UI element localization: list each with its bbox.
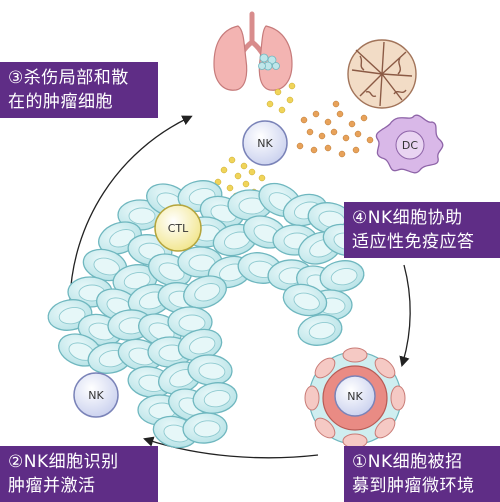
tumor-cell: [282, 283, 328, 317]
label-step3-line1: ③杀伤局部和散: [8, 68, 129, 88]
tumor-cell: [67, 276, 113, 308]
brain-illustration: [347, 39, 417, 109]
lung-illustration: [213, 11, 293, 91]
tumor-cell: [319, 260, 365, 292]
tumor-cell: [177, 328, 223, 362]
dc-label: DC: [402, 139, 418, 152]
blood-vessel: NK: [304, 347, 406, 449]
label-step2-line2: 肿瘤并激活: [8, 476, 96, 496]
label-step4: ④NK细胞协助 适应性免疫应答: [344, 202, 500, 258]
label-step4-line2: 适应性免疫应答: [352, 232, 475, 252]
label-step2-line1: ②NK细胞识别: [8, 452, 119, 472]
nk-vessel-label: NK: [347, 390, 363, 403]
label-step3: ③杀伤局部和散 在的肿瘤细胞: [0, 62, 158, 118]
label-step4-line1: ④NK细胞协助: [352, 208, 463, 228]
ctl-label: CTL: [168, 222, 189, 235]
label-step1: ①NK细胞被招 募到肿瘤微环境: [344, 446, 500, 502]
nk-left-label: NK: [88, 389, 104, 402]
label-step2: ②NK细胞识别 肿瘤并激活: [0, 446, 158, 502]
tumor-cell: [183, 275, 227, 309]
nk-cell-top: NK: [242, 120, 288, 166]
tumor-cell: [192, 382, 238, 414]
tumor-mass: [47, 180, 368, 449]
ctl-cell: CTL: [154, 204, 202, 252]
arrow-right: [399, 264, 411, 367]
arrow-left-top: [69, 115, 193, 301]
tumor-cell: [182, 412, 228, 444]
nk-top-label: NK: [257, 137, 273, 150]
label-step1-line1: ①NK细胞被招: [352, 452, 463, 472]
tumor-cell: [82, 248, 128, 282]
dc-cell: DC: [375, 114, 444, 174]
nk-cell-left: NK: [73, 372, 119, 418]
tumor-cell: [297, 314, 343, 346]
label-step3-line2: 在的肿瘤细胞: [8, 92, 113, 112]
granules: [210, 82, 374, 200]
label-step1-line2: 募到肿瘤微环境: [352, 476, 475, 496]
nk-cell-vessel: [334, 375, 376, 417]
